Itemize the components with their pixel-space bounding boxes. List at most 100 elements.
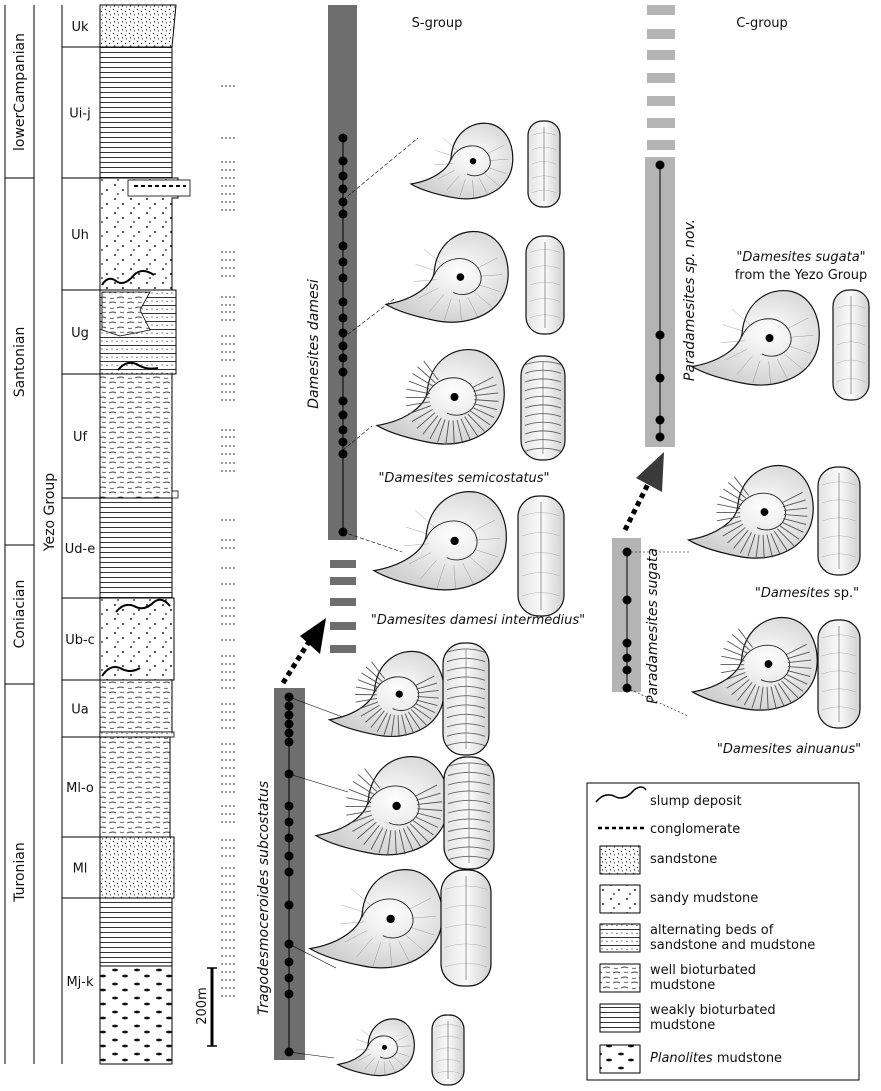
legend-swatch-slump [595, 786, 647, 803]
caption-ainuanus: "Damesites ainuanus" [717, 742, 861, 757]
legend-label-well-line2: mudstone [650, 978, 715, 993]
legend-label-slump: slump deposit [650, 794, 742, 809]
connector-line [288, 696, 349, 720]
legend-label-planolites: Planolites mudstone [650, 1051, 782, 1066]
pd-new-dash-segment [647, 5, 675, 15]
caption-from-yezo: from the Yezo Group [735, 268, 868, 283]
damesites-dash-segment [330, 577, 356, 585]
pd-new-occurrence-dot [655, 160, 665, 170]
damesites-occurrence-dot [338, 257, 348, 267]
s-specimen-6-lateral [314, 756, 449, 856]
s-specimen-1-ventral [527, 120, 561, 208]
evolution-arrow-s [280, 618, 326, 685]
c-specimen-3-lateral [690, 616, 818, 711]
tragodesmoceroides-lineage: Tragodesmoceroides subcostatus [256, 688, 305, 1060]
pd-new-occurrence-dot [655, 415, 665, 425]
pd-new-dash-segment [647, 29, 675, 39]
pd-new-dash-segment [647, 118, 675, 128]
sample-level-marks [221, 85, 237, 997]
pd-sugata-occurrence-dot [622, 665, 632, 675]
legend-swatch-well [599, 963, 641, 993]
damesites-occurrence-dot [338, 133, 348, 143]
connector-line [626, 687, 689, 717]
lith-ude [99, 497, 173, 599]
tragodesmoceroides-occurrence-dot [284, 851, 294, 861]
legend-label-weakly: weakly bioturbated [650, 1003, 776, 1018]
damesites-occurrence-dot [338, 353, 348, 363]
s-specimen-5-ventral [442, 642, 490, 756]
tragodesmoceroides-occurrence-dot [284, 728, 294, 738]
scale-label: 200m [195, 987, 210, 1024]
damesites-occurrence-dot [338, 273, 348, 283]
ammonoid-specimens [308, 120, 870, 1086]
pd-new-dash-segment [647, 140, 675, 150]
s-specimen-1-lateral [409, 122, 514, 200]
s-specimen-3-ventral [520, 355, 566, 461]
pd-sugata-lineage: Paradamesites sugata [612, 538, 661, 704]
unit-label-ubc: Ub-c [65, 633, 95, 648]
s-specimen-8-ventral [431, 1014, 465, 1086]
legend-swatch-weakly [599, 1003, 641, 1033]
c-specimen-1-lateral [690, 289, 820, 386]
connector-line [288, 773, 349, 793]
tragodesmoceroides-occurrence-dot [284, 833, 294, 843]
specimen-connectors [288, 137, 690, 1059]
legend-swatch-sandstone [599, 845, 641, 875]
evolution-arrow-c [622, 452, 664, 532]
c-specimen-1-ventral [832, 289, 870, 401]
pd-new-dash-segment [647, 50, 675, 60]
pd-new-dash-segment [647, 96, 675, 106]
pd-new-occurrence-dot [655, 330, 665, 340]
pd-new-lineage: Paradamesites sp. nov. [645, 5, 698, 447]
unit-label-mlo: Ml-o [66, 781, 94, 796]
tragodesmoceroides-occurrence-dot [284, 719, 294, 729]
connector-line [342, 298, 395, 339]
tragodesmoceroides-occurrence-dot [284, 989, 294, 999]
lith-mlo [99, 736, 171, 838]
legend-swatch-sandy [599, 884, 641, 914]
tragodesmoceroides-occurrence-dot [284, 801, 294, 811]
legend-swatch-alternating [599, 923, 641, 953]
legend-swatch-planolites [599, 1044, 641, 1074]
s-specimen-5-lateral [327, 650, 445, 737]
lith-uij [99, 46, 173, 179]
pd-new-occurrence-dot [655, 373, 665, 383]
legend-label-conglomerate: conglomerate [650, 822, 740, 837]
damesites-dash-segment [330, 622, 356, 630]
caption-intermedius: "Damesites damesi intermedius" [371, 613, 585, 628]
connector-line [342, 137, 419, 201]
group-column: Yezo Group [42, 5, 63, 1064]
lith-uf [99, 373, 173, 499]
tragodesmoceroides-occurrence-dot [284, 737, 294, 747]
damesites-occurrence-dot [338, 437, 348, 447]
stage-coniacian: Coniacian [12, 580, 28, 649]
damesites-occurrence-dot [338, 197, 348, 207]
connector-line [342, 425, 373, 451]
damesites-occurrence-dot [338, 367, 348, 377]
c-group-title: C-group [736, 16, 788, 31]
lithology-column [99, 4, 191, 1065]
lith-mjk-upper [99, 897, 173, 967]
s-specimen-2-ventral [525, 235, 565, 335]
pd-new-dash-segment [647, 73, 675, 83]
pd-sugata-occurrence-dot [622, 638, 632, 648]
s-specimen-2-lateral [384, 230, 509, 323]
damesites-label: Damesites damesi [306, 279, 322, 409]
lith-uk [99, 4, 177, 48]
unit-label-ug: Ug [71, 326, 89, 341]
connector-line [342, 531, 403, 553]
tragodesmoceroides-occurrence-dot [284, 867, 294, 877]
unit-label-uh: Uh [71, 228, 89, 243]
damesites-dash-segment [330, 598, 356, 606]
pd-new-occurrence-dot [655, 432, 665, 442]
tragodesmoceroides-occurrence-dot [284, 817, 294, 827]
caption-damesites-sp: "Damesites sp." [755, 586, 859, 601]
damesites-occurrence-dot [338, 328, 348, 338]
s-specimen-4-ventral [517, 495, 565, 617]
unit-label-uk: Uk [71, 20, 89, 35]
damesites-occurrence-dot [338, 241, 348, 251]
stage-lower-campanian: lowerCampanian [12, 33, 28, 151]
stage-turonian: Turonian [12, 842, 28, 903]
pd-sugata-occurrence-dot [622, 653, 632, 663]
